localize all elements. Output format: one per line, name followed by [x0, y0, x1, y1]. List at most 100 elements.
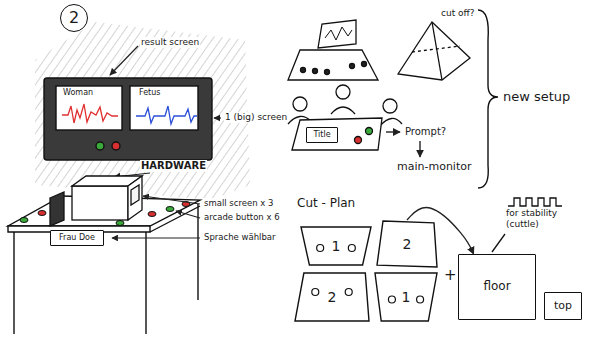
people-at-table — [386, 131, 400, 132]
arcade-buttons — [38, 211, 46, 216]
note-label: Woman — [62, 88, 94, 98]
hardware-box — [50, 192, 64, 226]
cut-panel: 1 — [300, 226, 372, 266]
note-label: new setup — [502, 89, 571, 105]
cut-panel: 2 — [294, 272, 370, 322]
people-at-table — [366, 128, 373, 135]
node-text: 2 — [69, 9, 79, 27]
hardware-leaders — [112, 237, 200, 238]
part-box: Frau Doe — [50, 230, 104, 246]
device-sketch — [318, 20, 356, 48]
device-sketch — [301, 68, 306, 73]
button-hole — [417, 296, 424, 303]
device-sketch — [362, 62, 367, 67]
arcade-buttons — [20, 202, 190, 226]
node-text: Title — [313, 130, 330, 139]
table — [13, 232, 14, 334]
pyramid-sketch — [398, 22, 470, 80]
device-sketch — [325, 27, 352, 40]
part-box: top — [544, 292, 582, 320]
hatching — [35, 22, 250, 200]
hardware-box — [72, 186, 128, 220]
note-label: Fetus — [138, 88, 161, 98]
people-at-table — [380, 118, 402, 126]
people-at-table — [293, 97, 307, 111]
table — [145, 232, 146, 334]
note-label: HARDWARE — [140, 160, 207, 172]
note-label: + — [443, 266, 458, 284]
note-label: result screen — [140, 37, 200, 48]
panel-outline — [301, 227, 371, 265]
people-at-table — [331, 107, 355, 114]
people-at-table — [336, 85, 350, 99]
monitor — [44, 78, 212, 160]
pyramid-sketch — [432, 22, 442, 80]
note-label: small screen x 3 — [203, 198, 274, 208]
note-label: for stability (cuttle) — [505, 208, 579, 230]
note-label: main-monitor — [396, 160, 473, 173]
button-hole — [345, 289, 352, 296]
arcade-buttons — [116, 221, 124, 226]
arcade-buttons — [166, 207, 174, 212]
arcade-buttons — [20, 218, 28, 223]
monitor — [136, 106, 197, 124]
people-at-table — [383, 99, 397, 113]
arcade-buttons — [148, 212, 156, 217]
stability-notch — [508, 198, 562, 206]
table — [197, 204, 198, 300]
button-hole — [317, 245, 324, 252]
people-at-table — [288, 85, 420, 157]
device-sketch — [325, 70, 330, 75]
note-label: cut off? — [440, 8, 476, 19]
panel-outline — [377, 221, 437, 267]
node-text: 1 — [402, 289, 411, 305]
leader-lines — [110, 46, 221, 177]
node-text: floor — [483, 280, 510, 294]
hardware-box — [50, 176, 142, 226]
monitor — [112, 142, 120, 150]
node-text: 2 — [403, 236, 412, 252]
callout-circle: 2 — [60, 4, 88, 32]
pyramid-sketch — [398, 22, 470, 80]
device-sketch — [350, 64, 355, 69]
node-text: Frau Doe — [59, 233, 95, 242]
note-label: Cut - Plan — [296, 196, 356, 210]
monitor — [56, 86, 122, 130]
hardware-leaders — [112, 196, 200, 238]
leader-lines — [214, 117, 221, 118]
monitor — [44, 78, 212, 160]
hardware-box — [128, 176, 142, 220]
button-hole — [312, 289, 319, 296]
monitor — [62, 104, 118, 123]
hardware-leaders — [143, 196, 200, 204]
brace — [478, 10, 498, 188]
note-label: 1 (big) screen — [224, 112, 288, 123]
brace — [478, 10, 498, 188]
table — [150, 206, 200, 232]
device-sketch — [288, 20, 378, 80]
button-hole — [388, 296, 395, 303]
hardware-box — [131, 185, 139, 205]
note-label: Prompt? — [404, 126, 447, 138]
note-label: arcade button x 6 — [203, 212, 281, 222]
part-box: Title — [306, 127, 338, 143]
people-at-table — [419, 141, 420, 157]
cut-panel: 2 — [376, 220, 438, 268]
device-sketch — [313, 69, 318, 74]
part-box: floor — [458, 254, 536, 320]
people-at-table — [355, 137, 362, 144]
monitor — [130, 86, 198, 130]
node-text: 1 — [332, 238, 341, 254]
button-hole — [348, 245, 355, 252]
leader-lines — [110, 46, 138, 75]
pyramid-sketch — [412, 46, 460, 52]
hardware-leaders — [176, 211, 200, 218]
hatching — [35, 22, 250, 200]
device-sketch — [288, 50, 378, 80]
note-label: Sprache wählbar — [203, 232, 277, 242]
node-text: 2 — [328, 289, 337, 305]
people-at-table — [292, 118, 382, 150]
panel-outline — [295, 273, 369, 321]
cut-panel: 1 — [374, 272, 438, 322]
